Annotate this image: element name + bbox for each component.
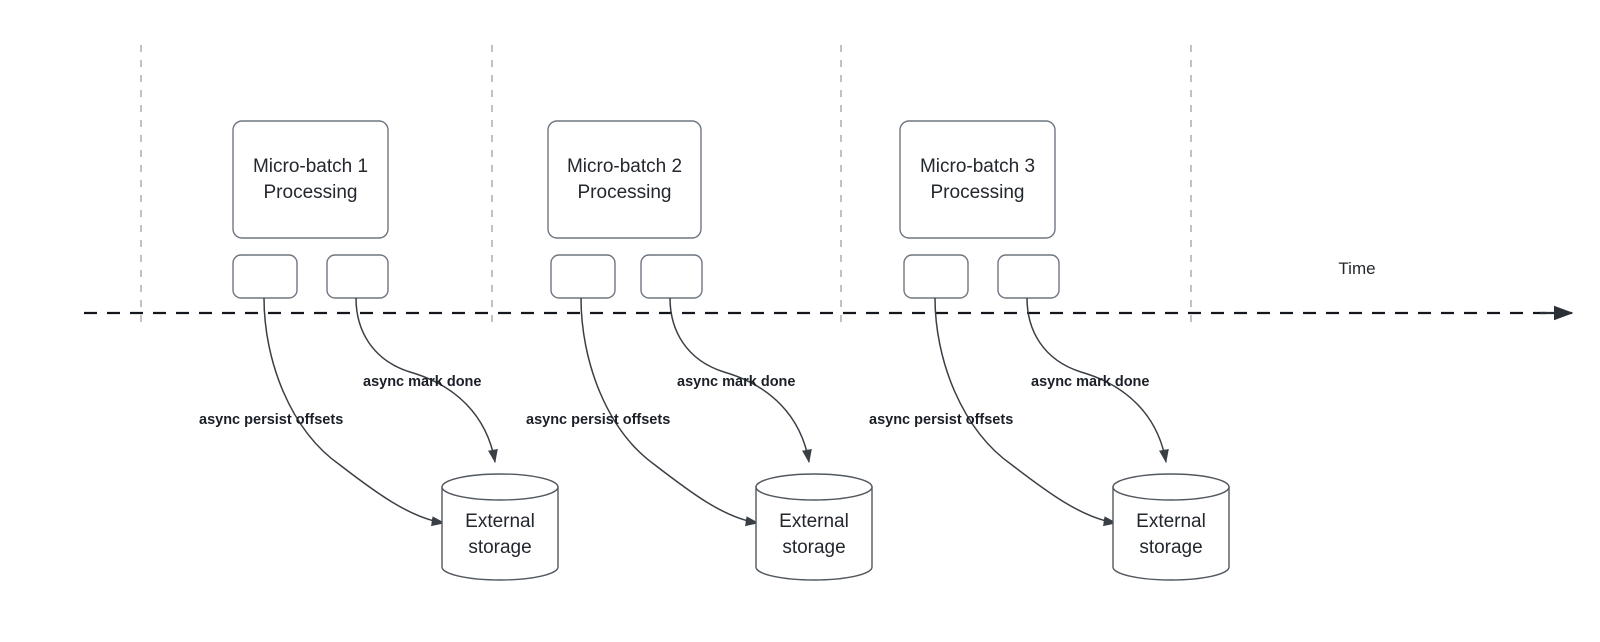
external-storage-2-label-line2: storage [782,537,845,558]
micro-batch-1-task-box-persist[interactable] [232,254,298,299]
micro-batch-1-annotation-mark-done: async mark done [363,374,481,390]
external-storage-3-top [1112,473,1230,501]
external-storage-1-label-line2: storage [468,537,531,558]
micro-batch-2-task-box-mark-done[interactable] [640,254,703,299]
micro-batch-1-annotation-persist-offsets: async persist offsets [199,412,343,428]
micro-batch-1-mark-done-connector [355,297,498,464]
micro-batch-2-label-line2: Processing [578,182,672,203]
micro-batch-1-task-box-mark-done[interactable] [326,254,389,299]
micro-batch-2-processing-box[interactable] [547,120,702,239]
external-storage-1-label-line1: External [465,511,535,532]
micro-batch-2-label-line1: Micro-batch 2 [567,156,682,177]
micro-batch-3-annotation-mark-done: async mark done [1031,374,1149,390]
external-storage-1-body[interactable] [441,486,559,581]
external-storage-3-label-line2: storage [1139,537,1202,558]
micro-batch-1-processing-box[interactable] [232,120,389,239]
micro-batch-3-mark-done-connector [1026,297,1169,464]
time-axis-label: Time [1338,259,1375,278]
micro-batch-2-mark-done-connector [669,297,812,464]
micro-batch-2-persist-offsets-connector [580,297,760,527]
micro-batch-3-label-line2: Processing [931,182,1025,203]
external-storage-3-label-line1: External [1136,511,1206,532]
micro-batch-1-persist-offsets-connector [263,297,446,527]
micro-batch-1-label-line1: Micro-batch 1 [253,156,368,177]
micro-batch-2-annotation-mark-done: async mark done [677,374,795,390]
micro-batch-3-persist-offsets-connector [934,297,1118,527]
external-storage-3-body[interactable] [1112,486,1230,581]
external-storage-2-top [755,473,873,501]
micro-batch-3-label-line1: Micro-batch 3 [920,156,1035,177]
external-storage-2-body[interactable] [755,486,873,581]
micro-batch-3-task-box-persist[interactable] [903,254,969,299]
micro-batch-2-annotation-persist-offsets: async persist offsets [526,412,670,428]
micro-batch-3-annotation-persist-offsets: async persist offsets [869,412,1013,428]
micro-batch-2-task-box-persist[interactable] [550,254,616,299]
micro-batch-3-task-box-mark-done[interactable] [997,254,1060,299]
external-storage-1-top [441,473,559,501]
external-storage-2-label-line1: External [779,511,849,532]
micro-batch-3-processing-box[interactable] [899,120,1056,239]
micro-batch-1-label-line2: Processing [264,182,358,203]
